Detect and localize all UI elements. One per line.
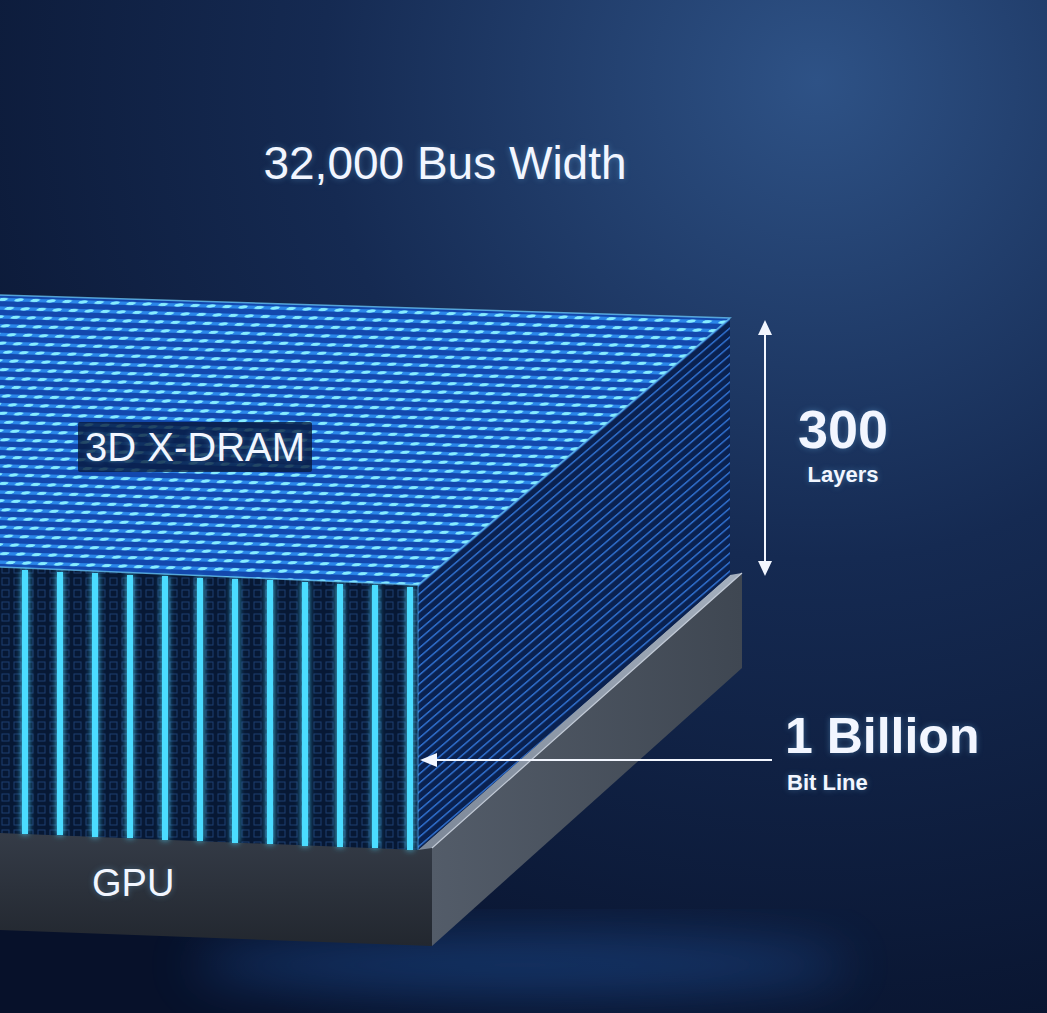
- bit-line: [92, 573, 98, 837]
- block-top-face: [0, 295, 730, 585]
- block-top-edge: [0, 295, 730, 585]
- bit-line: [197, 578, 203, 841]
- block-corner-edge: [417, 585, 418, 850]
- arrow-head: [420, 753, 437, 767]
- bit-line: [337, 584, 343, 847]
- memory-block: 3D X-DRAM: [0, 290, 745, 855]
- dimension-unit: Layers: [808, 462, 879, 487]
- bit-line: [372, 585, 378, 848]
- bit-line: [57, 572, 63, 835]
- callout-number: 1 Billion: [785, 708, 979, 766]
- arrow-head: [758, 320, 772, 335]
- bit-line: [127, 575, 133, 838]
- bit-line: [302, 582, 308, 846]
- node-label: 3D X-DRAM: [78, 422, 312, 472]
- node-label: GPU: [92, 862, 174, 906]
- dimension-value: 300: [798, 398, 888, 460]
- dimension-line: [764, 332, 766, 564]
- arrow-head: [758, 561, 772, 576]
- bit-line: [267, 580, 273, 844]
- leader-line: [434, 759, 772, 761]
- bit-lines: [25, 570, 410, 850]
- gpu-slab: GPU: [0, 832, 745, 948]
- bit-line: [232, 579, 238, 843]
- diagram-title: 32,000 Bus Width: [263, 137, 626, 190]
- bit-line: [162, 576, 168, 840]
- callout-name: Bit Line: [787, 770, 868, 795]
- bit-line: [22, 570, 28, 834]
- block-front-face: [0, 567, 418, 850]
- floor-glow: [190, 937, 850, 993]
- bit-line: [407, 587, 413, 850]
